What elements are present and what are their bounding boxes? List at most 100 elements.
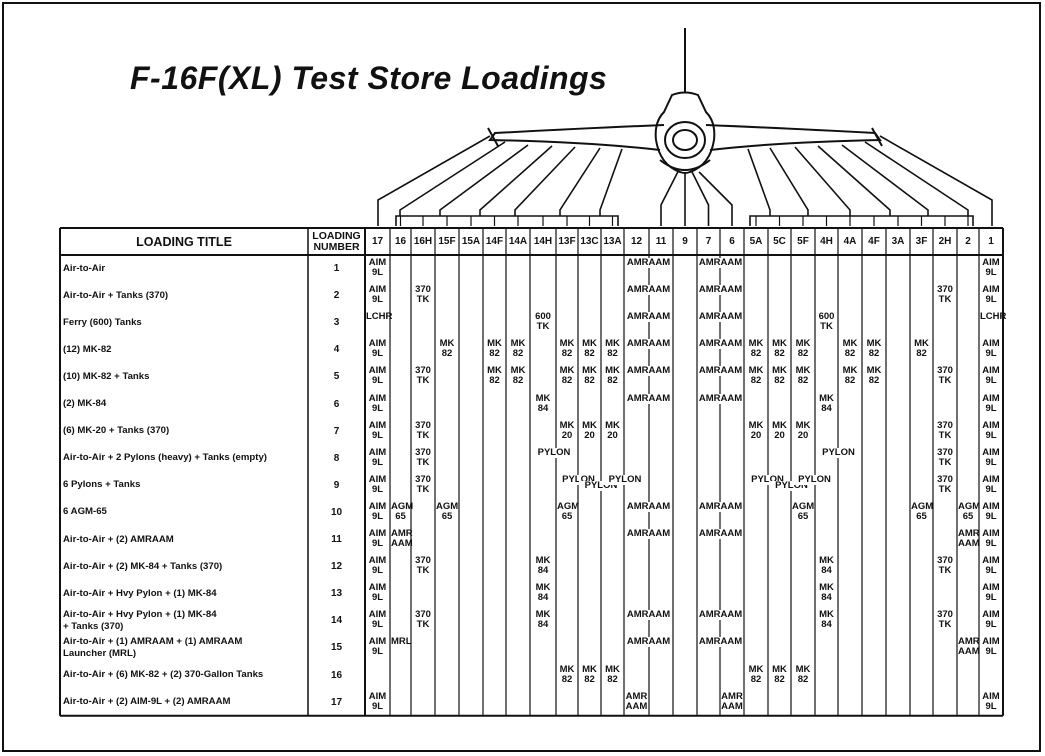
leader-station-1 xyxy=(879,135,993,226)
store-label: 370 TK xyxy=(934,556,956,577)
loading-number: 14 xyxy=(330,615,343,627)
store-label: PYLON xyxy=(745,474,790,485)
store-label: AMRAAM xyxy=(625,284,672,296)
store-label: MK 82 xyxy=(745,366,767,387)
station-header: 2H xyxy=(938,236,952,247)
store-label: AIM 9L xyxy=(366,258,389,278)
leader-spoke xyxy=(817,145,891,216)
loading-number: 5 xyxy=(333,371,340,383)
store-label: 370 TK xyxy=(934,420,956,441)
station-header: 1 xyxy=(988,236,994,247)
store-label: AMRAAM xyxy=(625,392,672,404)
loading-number: 3 xyxy=(333,317,340,329)
station-header: 16H xyxy=(413,236,433,247)
store-label: AIM 9L xyxy=(980,285,1002,306)
store-label: AIM 9L xyxy=(980,556,1002,577)
station-header: 14F xyxy=(485,236,504,247)
canopy-inner xyxy=(672,129,698,151)
station-header: 2 xyxy=(965,236,971,247)
store-label: 370 TK xyxy=(934,447,956,468)
store-label: AIM 9L xyxy=(366,393,389,414)
store-label: MK 82 xyxy=(484,366,505,387)
store-label: AMRAAM xyxy=(625,365,672,377)
station-header: 15A xyxy=(461,236,481,247)
loading-title: Air-to-Air + Hvy Pylon + (1) MK-84 xyxy=(63,587,217,599)
station-header: 17 xyxy=(371,236,384,247)
store-label: MK 82 xyxy=(579,366,600,387)
store-label: MK 82 xyxy=(484,339,505,360)
right-wingtip xyxy=(871,127,883,147)
store-label: AIM 9L xyxy=(980,610,1002,631)
store-label: AIM 9L xyxy=(980,393,1002,414)
aircraft-planform xyxy=(487,28,883,174)
station-header: 5C xyxy=(773,236,786,247)
store-label: MK 82 xyxy=(602,366,623,387)
station-header: 15F xyxy=(438,236,456,247)
page-title: F-16F(XL) Test Store Loadings xyxy=(130,60,608,96)
store-label: 370 TK xyxy=(934,285,956,306)
leader-spoke xyxy=(559,147,601,216)
station-header: 16 xyxy=(394,236,407,247)
store-label: MK 82 xyxy=(792,664,814,685)
leader-center xyxy=(691,171,710,226)
right-wing xyxy=(705,124,882,151)
leader-center xyxy=(660,171,679,226)
leader-spoke xyxy=(841,144,929,216)
store-label: MK 20 xyxy=(769,420,790,441)
store-label: LCHR xyxy=(366,311,393,323)
store-label: AMRAAM xyxy=(625,528,672,539)
store-label: MK 84 xyxy=(531,393,555,414)
store-label: 370 TK xyxy=(934,366,956,387)
store-label: AIM 9L xyxy=(366,474,389,495)
loading-title: Air-to-Air + (1) AMRAAM + (1) AMRAAM Lau… xyxy=(63,635,243,659)
store-label: AGM 65 xyxy=(436,500,459,522)
leader-bracket xyxy=(749,215,974,226)
leader-spoke xyxy=(514,146,576,216)
leader-bracket xyxy=(395,215,619,226)
store-label: 370 TK xyxy=(412,447,434,468)
store-label: AMRAAM xyxy=(698,609,743,621)
store-label: AMR AAM xyxy=(958,528,980,549)
station-header: 3A xyxy=(891,236,905,247)
loading-title: Ferry (600) Tanks xyxy=(63,316,142,328)
store-label: 370 TK xyxy=(412,610,434,631)
store-label: AIM 9L xyxy=(980,501,1002,522)
store-label: AMRAAM xyxy=(625,636,672,648)
store-label: AMRAAM xyxy=(625,257,672,268)
store-label: AIM 9L xyxy=(366,637,389,658)
store-label: MK 82 xyxy=(839,339,861,360)
store-label: MK 84 xyxy=(816,556,837,577)
store-label: AMR AAM xyxy=(721,690,743,712)
store-label: MK 20 xyxy=(792,420,814,441)
station-header: 5A xyxy=(749,236,763,247)
store-label: AIM 9L xyxy=(366,529,389,549)
store-label: AGM 65 xyxy=(792,500,815,522)
station-header: 4F xyxy=(868,236,880,247)
store-label: MK 20 xyxy=(602,420,623,441)
store-label: 370 TK xyxy=(412,556,434,577)
store-label: AMRAAM xyxy=(698,365,743,377)
loading-number: 8 xyxy=(333,452,340,464)
loading-title: 6 Pylons + Tanks xyxy=(63,479,141,491)
store-label: MK 82 xyxy=(602,339,623,360)
store-label: 370 TK xyxy=(412,366,434,387)
station-header: 14H xyxy=(533,236,553,247)
store-label: AIM 9L xyxy=(980,691,1002,712)
left-wingtip xyxy=(487,127,499,147)
station-header: 13F xyxy=(558,236,576,247)
store-label: MK 84 xyxy=(816,583,837,604)
store-label: MK 84 xyxy=(816,610,837,631)
loading-title: Air-to-Air xyxy=(63,262,106,274)
loading-title: (10) MK-82 + Tanks xyxy=(63,370,150,382)
station-header: 13A xyxy=(603,236,622,247)
store-label: MK 82 xyxy=(507,366,529,387)
store-label: AGM 65 xyxy=(391,500,414,522)
loading-number: 9 xyxy=(333,479,340,491)
store-label: MK 82 xyxy=(602,664,623,685)
store-label: AIM 9L xyxy=(980,447,1002,468)
loading-number: 12 xyxy=(330,561,343,573)
station-header: 9 xyxy=(682,236,688,247)
loading-number: 1 xyxy=(333,263,340,274)
store-label: AGM 65 xyxy=(911,500,934,522)
